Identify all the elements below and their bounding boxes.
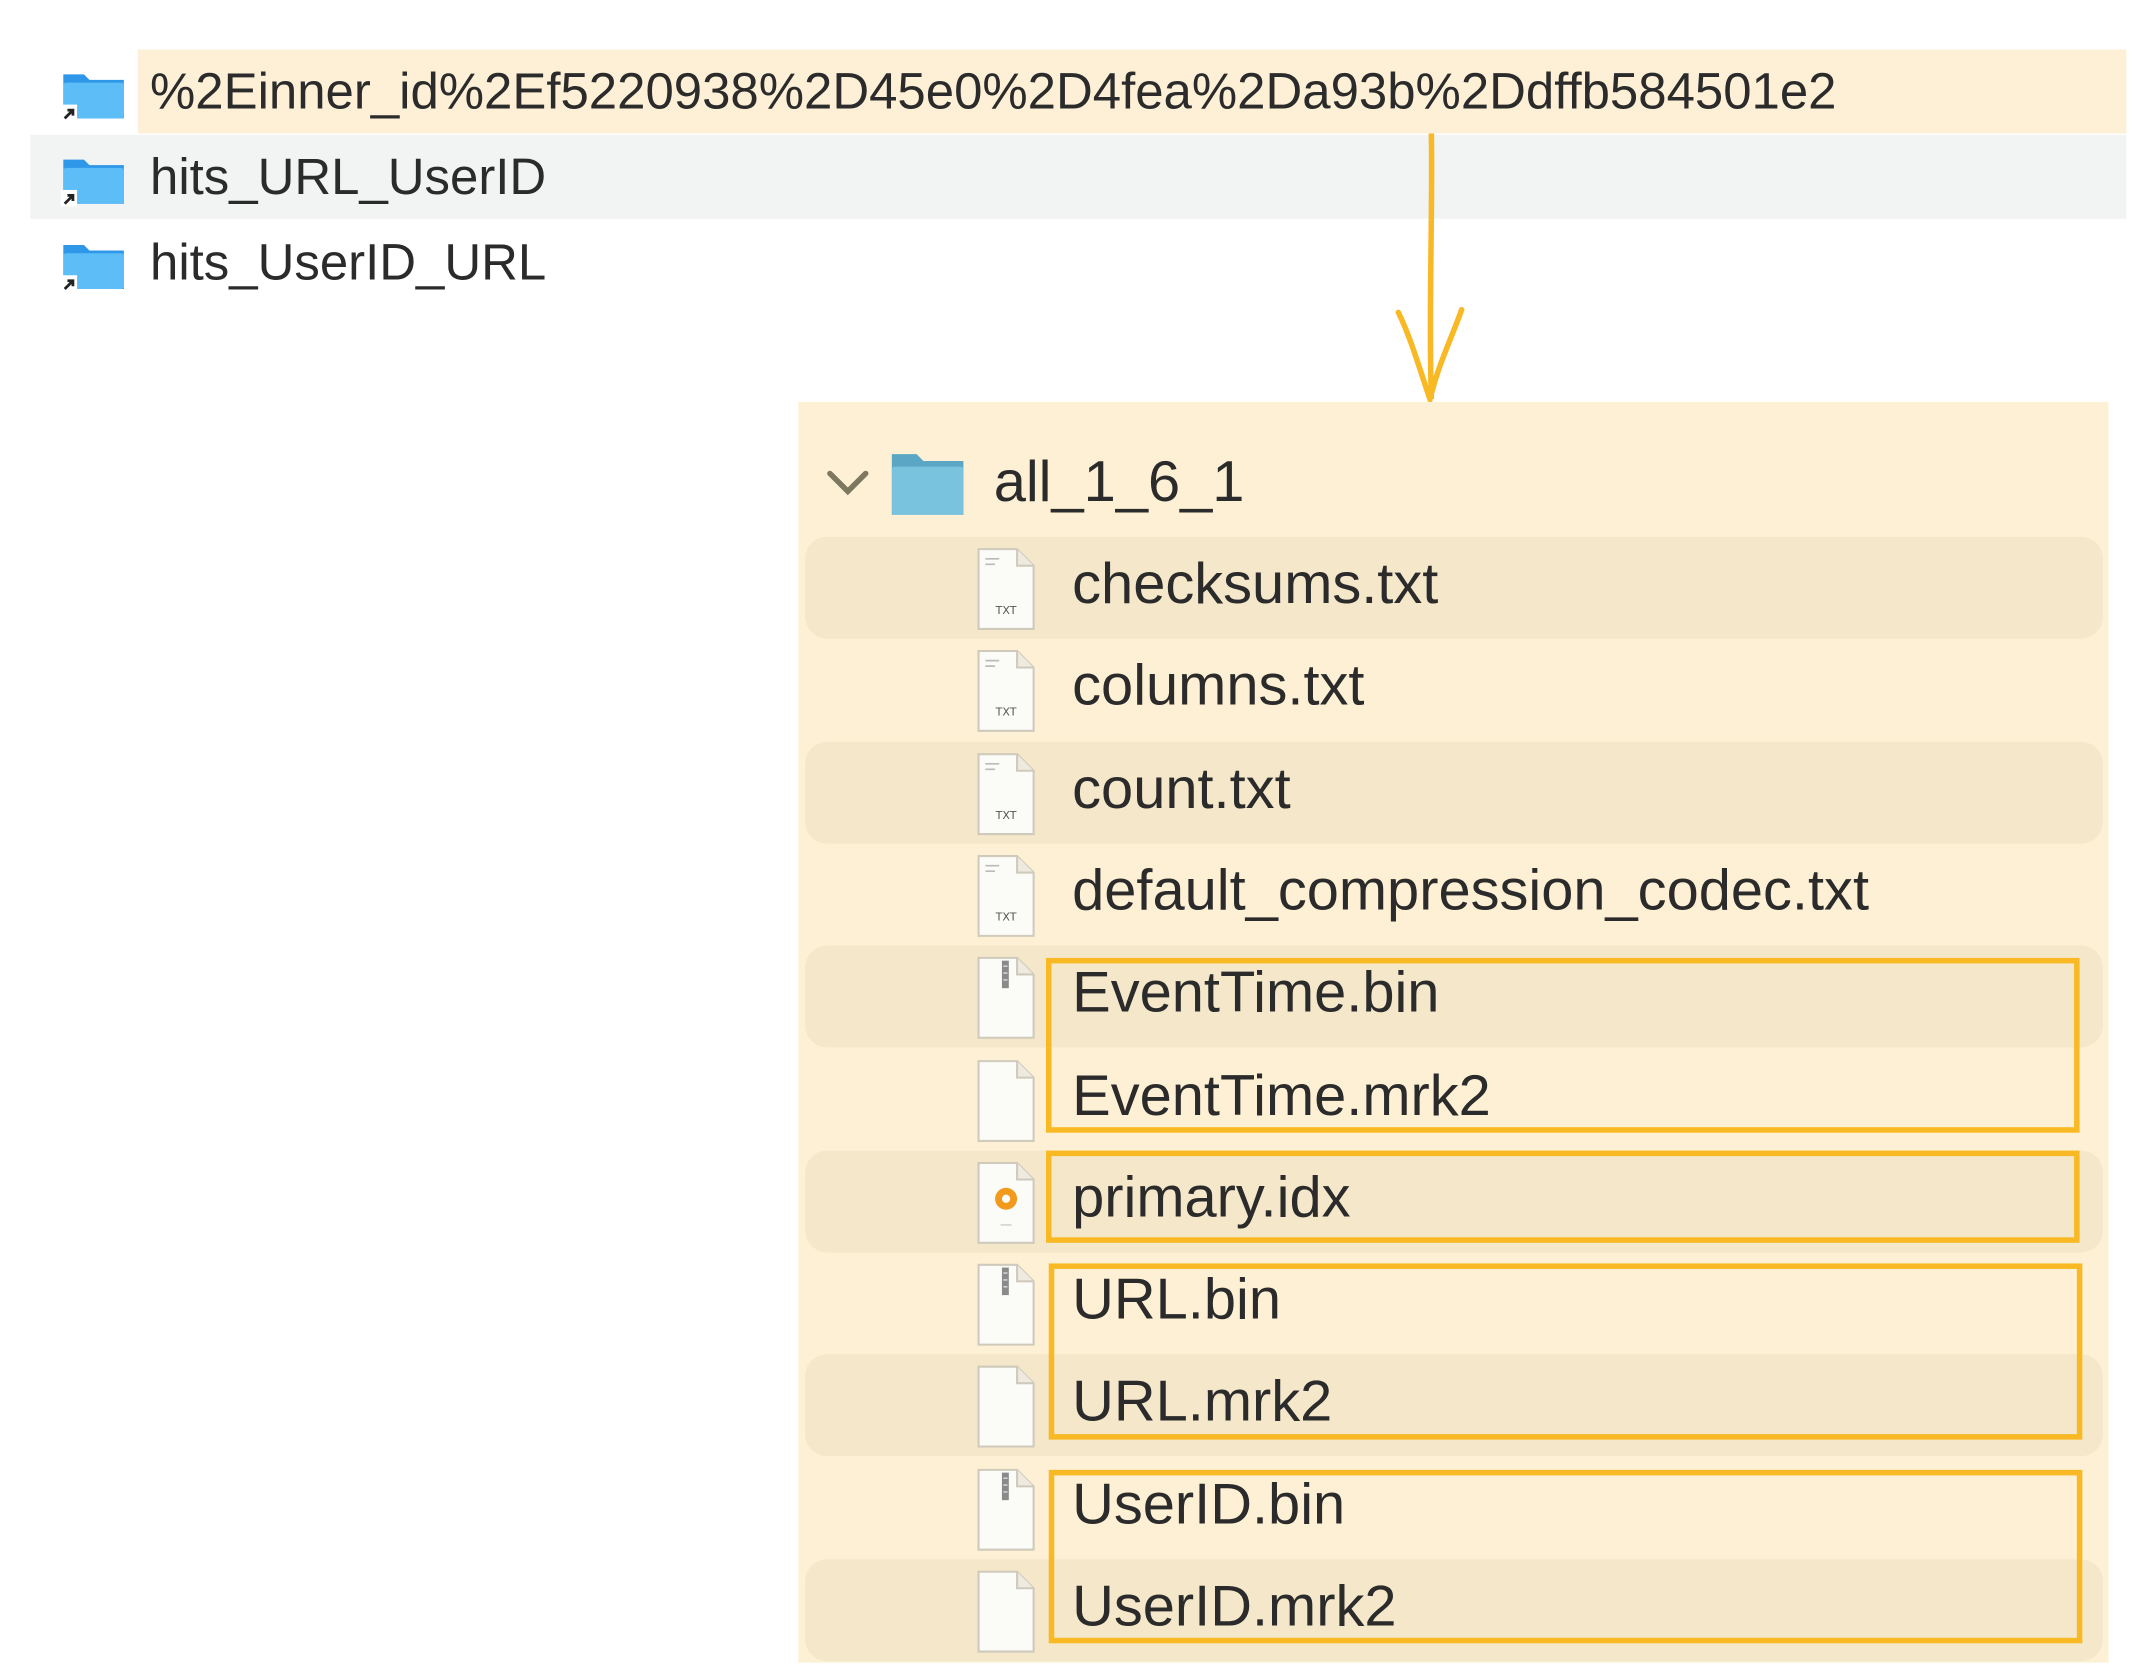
- blank-file-icon: [977, 1059, 1035, 1142]
- txt-file-icon: TXT: [977, 650, 1035, 733]
- highlight-box-url: [1048, 1263, 2083, 1440]
- blank-file-icon: [977, 1366, 1035, 1449]
- file-row[interactable]: URL.bin: [805, 1253, 2103, 1355]
- folder-name: hits_URL_UserID: [150, 148, 547, 206]
- file-row[interactable]: TXT columns.txt: [805, 639, 2103, 741]
- folder-alias-icon: [60, 74, 124, 122]
- highlight-box-userid: [1048, 1469, 2083, 1644]
- txt-badge: TXT: [995, 911, 1017, 924]
- txt-file-icon: TXT: [977, 854, 1035, 937]
- file-name: URL.mrk2: [1072, 1368, 1333, 1434]
- txt-file-icon: TXT: [977, 548, 1035, 631]
- file-row[interactable]: TXT default_compression_codec.txt: [805, 844, 2103, 946]
- binary-file-icon: [977, 1468, 1035, 1551]
- file-name: UserID.mrk2: [1072, 1573, 1397, 1638]
- folder-row-hits-userid-url[interactable]: hits_UserID_URL: [0, 220, 2126, 304]
- folder-alias-icon: [60, 244, 124, 292]
- file-row[interactable]: TXT checksums.txt: [805, 536, 2103, 639]
- file-name: columns.txt: [1072, 652, 1365, 718]
- highlight-box-eventtime: [1045, 957, 2080, 1133]
- file-row[interactable]: TXT count.txt: [805, 741, 2103, 844]
- txt-file-icon: TXT: [977, 752, 1035, 835]
- folder-row-all-1-6-1[interactable]: all_1_6_1: [798, 438, 2108, 534]
- file-name: UserID.bin: [1072, 1470, 1346, 1536]
- file-name: default_compression_codec.txt: [1072, 857, 1870, 922]
- file-name: URL.bin: [1072, 1266, 1281, 1332]
- folder-name: hits_UserID_URL: [150, 233, 547, 291]
- folder-alias-icon: [60, 159, 124, 207]
- folder-row[interactable]: [137, 49, 2127, 134]
- folder-name: %2Einner_id%2Ef5220938%2D45e0%2D4fea%2Da…: [150, 63, 1837, 120]
- blank-file-icon: [977, 1570, 1035, 1653]
- folder-icon: [891, 454, 964, 515]
- file-name: checksums.txt: [1072, 550, 1439, 616]
- highlight-box-primary: [1045, 1150, 2080, 1243]
- txt-badge: TXT: [995, 604, 1017, 617]
- file-row[interactable]: UserID.bin: [805, 1457, 2103, 1559]
- file-row[interactable]: UserID.mrk2: [805, 1559, 2103, 1662]
- folder-row[interactable]: [30, 134, 2127, 219]
- folder-name: all_1_6_1: [993, 448, 1245, 514]
- idx-file-icon: [977, 1161, 1035, 1244]
- txt-badge: TXT: [995, 808, 1017, 821]
- file-name: count.txt: [1072, 755, 1291, 820]
- arrow-down-annotation: [1395, 133, 1465, 407]
- file-name: EventTime.mrk2: [1072, 1061, 1491, 1127]
- folder-row-hits-url-userid[interactable]: hits_URL_UserID: [0, 135, 2126, 219]
- file-name: primary.idx: [1072, 1164, 1351, 1229]
- file-row[interactable]: URL.mrk2: [805, 1354, 2103, 1457]
- file-row[interactable]: EventTime.mrk2: [805, 1048, 2103, 1150]
- txt-badge: TXT: [995, 706, 1017, 719]
- file-name: EventTime.bin: [1072, 959, 1440, 1025]
- binary-file-icon: [977, 1263, 1035, 1346]
- chevron-down-icon[interactable]: [826, 468, 870, 498]
- file-row[interactable]: primary.idx: [805, 1150, 2103, 1253]
- binary-file-icon: [977, 957, 1035, 1040]
- folder-row-inner-id[interactable]: %2Einner_id%2Ef5220938%2D45e0%2D4fea%2Da…: [0, 50, 2126, 134]
